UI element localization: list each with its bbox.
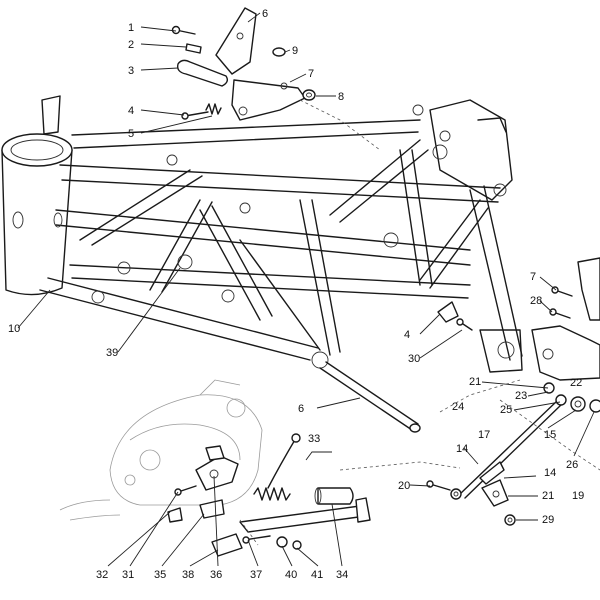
callout-4: 4 xyxy=(128,105,134,117)
callout-19: 19 xyxy=(572,490,584,502)
callout-5: 3 xyxy=(128,65,134,77)
callout-4b: 28 xyxy=(530,295,542,307)
callout-29: 6 xyxy=(298,403,304,415)
callout-1: 10 xyxy=(8,323,20,335)
leader-lines xyxy=(17,12,595,567)
callout-14: 14 xyxy=(544,467,556,479)
callout-7b: 30 xyxy=(408,353,420,365)
callout-33: 33 xyxy=(308,433,320,445)
callout-30: 4 xyxy=(404,329,410,341)
callout-28: 21 xyxy=(469,376,481,388)
callout-labels: 1 2 3 4 5 6 7 8 9 10 39 6 4 30 7 28 21 2… xyxy=(8,8,584,581)
callout-6b: 7 xyxy=(530,271,536,283)
callout-21b: 29 xyxy=(542,514,554,526)
callout-8: 6 xyxy=(262,8,268,20)
callout-14b: 20 xyxy=(398,480,410,492)
engine-outline xyxy=(59,379,263,521)
rear-footrest-bracket xyxy=(426,257,600,526)
callout-37: 37 xyxy=(250,569,262,581)
callout-38: 38 xyxy=(182,569,194,581)
callout-7: 1 xyxy=(128,22,134,34)
callout-34: 34 xyxy=(336,569,348,581)
callout-6: 2 xyxy=(128,39,134,51)
callout-35: 35 xyxy=(154,569,166,581)
callout-32: 32 xyxy=(96,569,108,581)
callout-41: 41 xyxy=(311,569,323,581)
callout-25: 17 xyxy=(478,429,490,441)
callout-39: 9 xyxy=(292,45,298,57)
callout-23: 25 xyxy=(500,404,512,416)
callout-22: 23 xyxy=(515,390,527,402)
frame-assembly xyxy=(1,95,523,373)
callout-2: 39 xyxy=(106,347,118,359)
pivot-shaft xyxy=(319,361,421,433)
callout-15: 15 xyxy=(544,429,556,441)
callout-24: 24 xyxy=(452,401,464,413)
callout-9: 7 xyxy=(308,68,314,80)
callout-40: 40 xyxy=(285,569,297,581)
callout-36: 36 xyxy=(210,569,222,581)
callout-10: 8 xyxy=(338,91,344,103)
callout-26: 14 xyxy=(456,443,468,455)
top-footrest-bracket xyxy=(171,7,316,121)
callout-3: 5 xyxy=(128,128,134,140)
side-stand-assembly xyxy=(167,433,371,557)
callout-31: 31 xyxy=(122,569,134,581)
callout-17: 26 xyxy=(566,459,578,471)
callout-21: 22 xyxy=(570,377,582,389)
callout-20: 21 xyxy=(542,490,554,502)
